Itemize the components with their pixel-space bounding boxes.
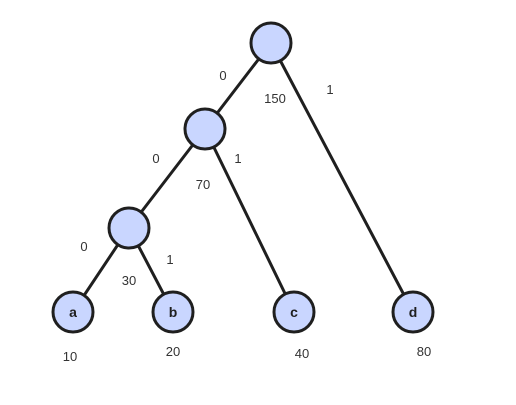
edge-label-n2-left: 0 bbox=[80, 239, 87, 254]
leaf-c-label: c bbox=[290, 304, 298, 320]
leaf-a-label: a bbox=[69, 304, 77, 320]
node-n2 bbox=[107, 206, 151, 250]
weight-label-n1: 70 bbox=[196, 177, 210, 192]
weight-label-b: 20 bbox=[166, 344, 180, 359]
edge-label-root-left: 0 bbox=[219, 68, 226, 83]
leaf-b-label: b bbox=[169, 304, 178, 320]
leaf-d: d bbox=[391, 290, 435, 334]
node-n1 bbox=[183, 107, 227, 151]
leaf-d-circle bbox=[391, 290, 435, 334]
node-root bbox=[249, 21, 293, 65]
edge-label-n1-left: 0 bbox=[152, 151, 159, 166]
leaf-a: a bbox=[51, 290, 95, 334]
leaf-b-circle bbox=[151, 290, 195, 334]
weight-label-root: 150 bbox=[264, 91, 286, 106]
leaf-c-circle bbox=[272, 290, 316, 334]
weight-label-d: 80 bbox=[417, 344, 431, 359]
edge-n1-to-c bbox=[203, 127, 296, 314]
leaf-a-circle bbox=[51, 290, 95, 334]
edge-label-root-right: 1 bbox=[326, 82, 333, 97]
leaf-c: c bbox=[272, 290, 316, 334]
edge-label-n1-right: 1 bbox=[234, 151, 241, 166]
weight-label-a: 10 bbox=[63, 349, 77, 364]
edge-label-n2-right: 1 bbox=[166, 252, 173, 267]
weight-label-c: 40 bbox=[295, 346, 309, 361]
weight-label-n2: 30 bbox=[122, 273, 136, 288]
leaf-d-label: d bbox=[409, 304, 418, 320]
edge-root-to-d bbox=[269, 41, 415, 314]
leaf-b: b bbox=[151, 290, 195, 334]
